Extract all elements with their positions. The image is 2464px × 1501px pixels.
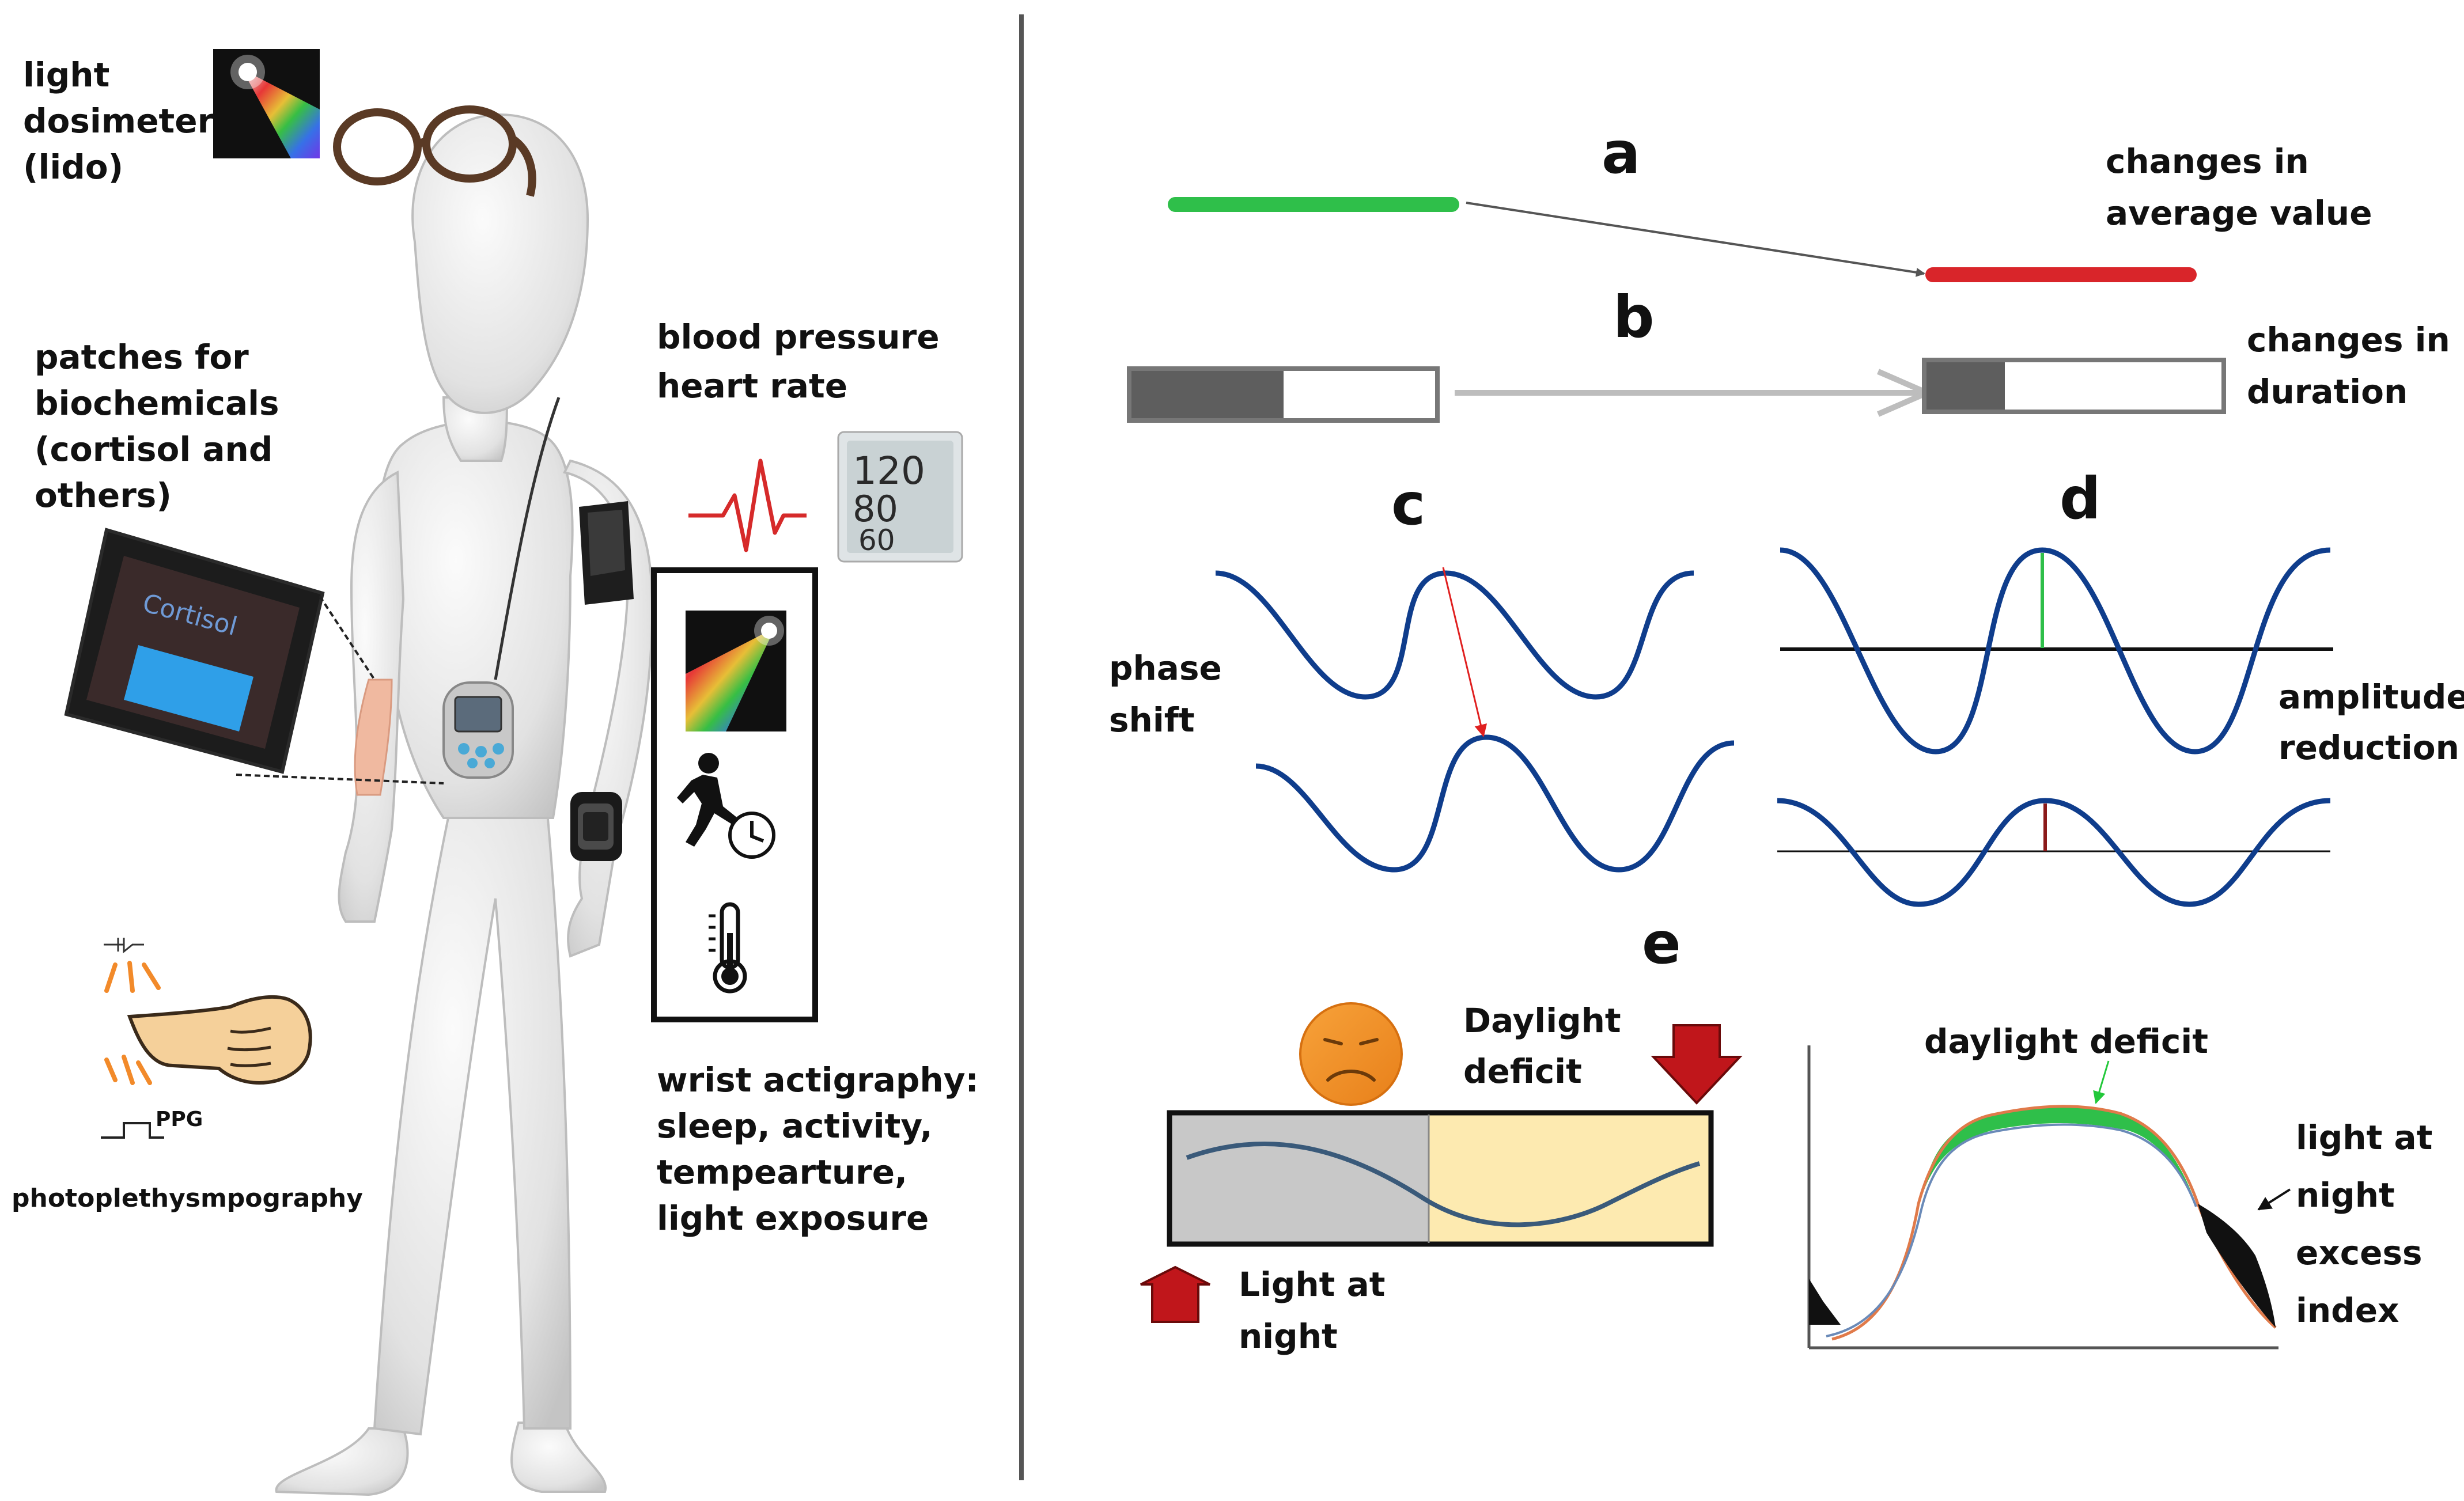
patches-label-2: biochemicals xyxy=(35,384,279,423)
pointing-hand-icon xyxy=(127,995,312,1085)
runner-clock-icon xyxy=(677,753,775,859)
daylight-deficit-area xyxy=(1921,1106,2195,1201)
panel-e-letter: e xyxy=(1642,909,1681,977)
light-curve xyxy=(1186,1141,1701,1227)
ppg-short-label: PPG xyxy=(156,1108,203,1131)
bp-pulse: 60 xyxy=(858,524,895,557)
amplitude-wave-small xyxy=(1777,798,2331,907)
amplitude-label-2: reduction xyxy=(2278,728,2459,767)
bp-systolic: 120 xyxy=(853,449,925,493)
wrist-label-2: sleep, activity, xyxy=(657,1106,933,1146)
right-panel: a changes in average value b changes in … xyxy=(1109,119,2464,1356)
night-excess-left xyxy=(1809,1279,1841,1325)
light-source-icon xyxy=(213,49,320,158)
daylight-deficit-label-1: Daylight xyxy=(1463,1001,1621,1040)
amplitude-label-1: amplitude xyxy=(2278,677,2464,717)
wrist-label-4: light exposure xyxy=(657,1199,929,1238)
sad-face-icon xyxy=(1299,1002,1403,1106)
glasses-icon xyxy=(333,105,536,197)
patches-label-4: others) xyxy=(35,476,172,515)
waist-monitor xyxy=(442,681,514,779)
duration-bar-before xyxy=(1127,366,1440,423)
device-strap xyxy=(494,397,561,680)
phase-label-1: phase xyxy=(1109,649,1222,688)
excess-label-4: index xyxy=(2296,1291,2399,1330)
patch-connector-1 xyxy=(319,595,376,681)
patch-connector-2 xyxy=(236,774,444,784)
amplitude-wave-large xyxy=(1780,547,2331,755)
phase-shift-arrow xyxy=(1442,567,1488,737)
wrist-label-3: tempearture, xyxy=(657,1153,907,1192)
panel-d-letter: d xyxy=(2060,465,2101,532)
wrist-watch xyxy=(570,792,622,861)
forearm-skin xyxy=(354,679,393,796)
bp-diastolic: 80 xyxy=(853,488,898,530)
heartbeat-icon xyxy=(688,458,807,552)
panel-b-letter: b xyxy=(1613,283,1655,351)
cortisol-patch: Cortisol xyxy=(64,528,325,774)
ppg-long-label: photoplethysmpography xyxy=(12,1184,363,1213)
average-label-1: changes in xyxy=(2106,142,2309,181)
bp-cuff xyxy=(579,501,634,605)
ppg-sensor xyxy=(101,938,164,1139)
wrist-label-1: wrist actigraphy: xyxy=(657,1060,979,1100)
light-dosimeter-label-3: (lido) xyxy=(23,147,123,187)
deficit-pointer xyxy=(2093,1060,2110,1104)
left-panel: light dosimeter (lido) patches for bioch… xyxy=(12,49,979,1496)
panel-c-letter: c xyxy=(1391,471,1425,538)
up-arrow-icon xyxy=(1140,1265,1210,1323)
phase-label-2: shift xyxy=(1109,700,1195,740)
light-night-bar xyxy=(1167,1110,1714,1247)
light-dosimeter-label-2: dosimeter xyxy=(23,101,214,141)
heart-rate-label: heart rate xyxy=(657,366,847,405)
daylight-deficit-label-2: deficit xyxy=(1463,1052,1582,1091)
light-at-night-label-2: night xyxy=(1239,1317,1338,1356)
patches-label-1: patches for xyxy=(35,338,249,377)
light-profile-plot xyxy=(1807,1045,2291,1350)
light-at-night-label-1: Light at xyxy=(1239,1265,1385,1304)
down-arrow-icon xyxy=(1651,1024,1743,1105)
light-sensor-icon xyxy=(686,611,786,731)
bp-monitor-display: 120 80 60 xyxy=(837,431,963,563)
average-label-2: average value xyxy=(2106,194,2372,233)
duration-label-1: changes in xyxy=(2247,320,2450,359)
thermometer-icon xyxy=(709,902,747,994)
panel-a-letter: a xyxy=(1602,119,1640,187)
curve-deficit-label: daylight deficit xyxy=(1924,1022,2208,1061)
blood-pressure-label: blood pressure xyxy=(657,317,940,357)
excess-label-2: night xyxy=(2296,1176,2395,1215)
light-dosimeter-label-1: light xyxy=(23,55,109,94)
average-shift-arrow xyxy=(1466,202,1925,277)
duration-bar-after xyxy=(1922,358,2226,414)
phase-wave-reference xyxy=(1215,570,1694,700)
patches-label-3: (cortisol and xyxy=(35,430,272,469)
measured-curve xyxy=(1826,1123,2197,1337)
phase-wave-shifted xyxy=(1255,734,1735,873)
excess-pointer xyxy=(2257,1188,2291,1211)
night-excess-right xyxy=(2198,1204,2276,1328)
duration-label-2: duration xyxy=(2247,372,2408,411)
excess-label-3: excess xyxy=(2296,1233,2423,1272)
excess-label-1: light at xyxy=(2296,1118,2432,1157)
